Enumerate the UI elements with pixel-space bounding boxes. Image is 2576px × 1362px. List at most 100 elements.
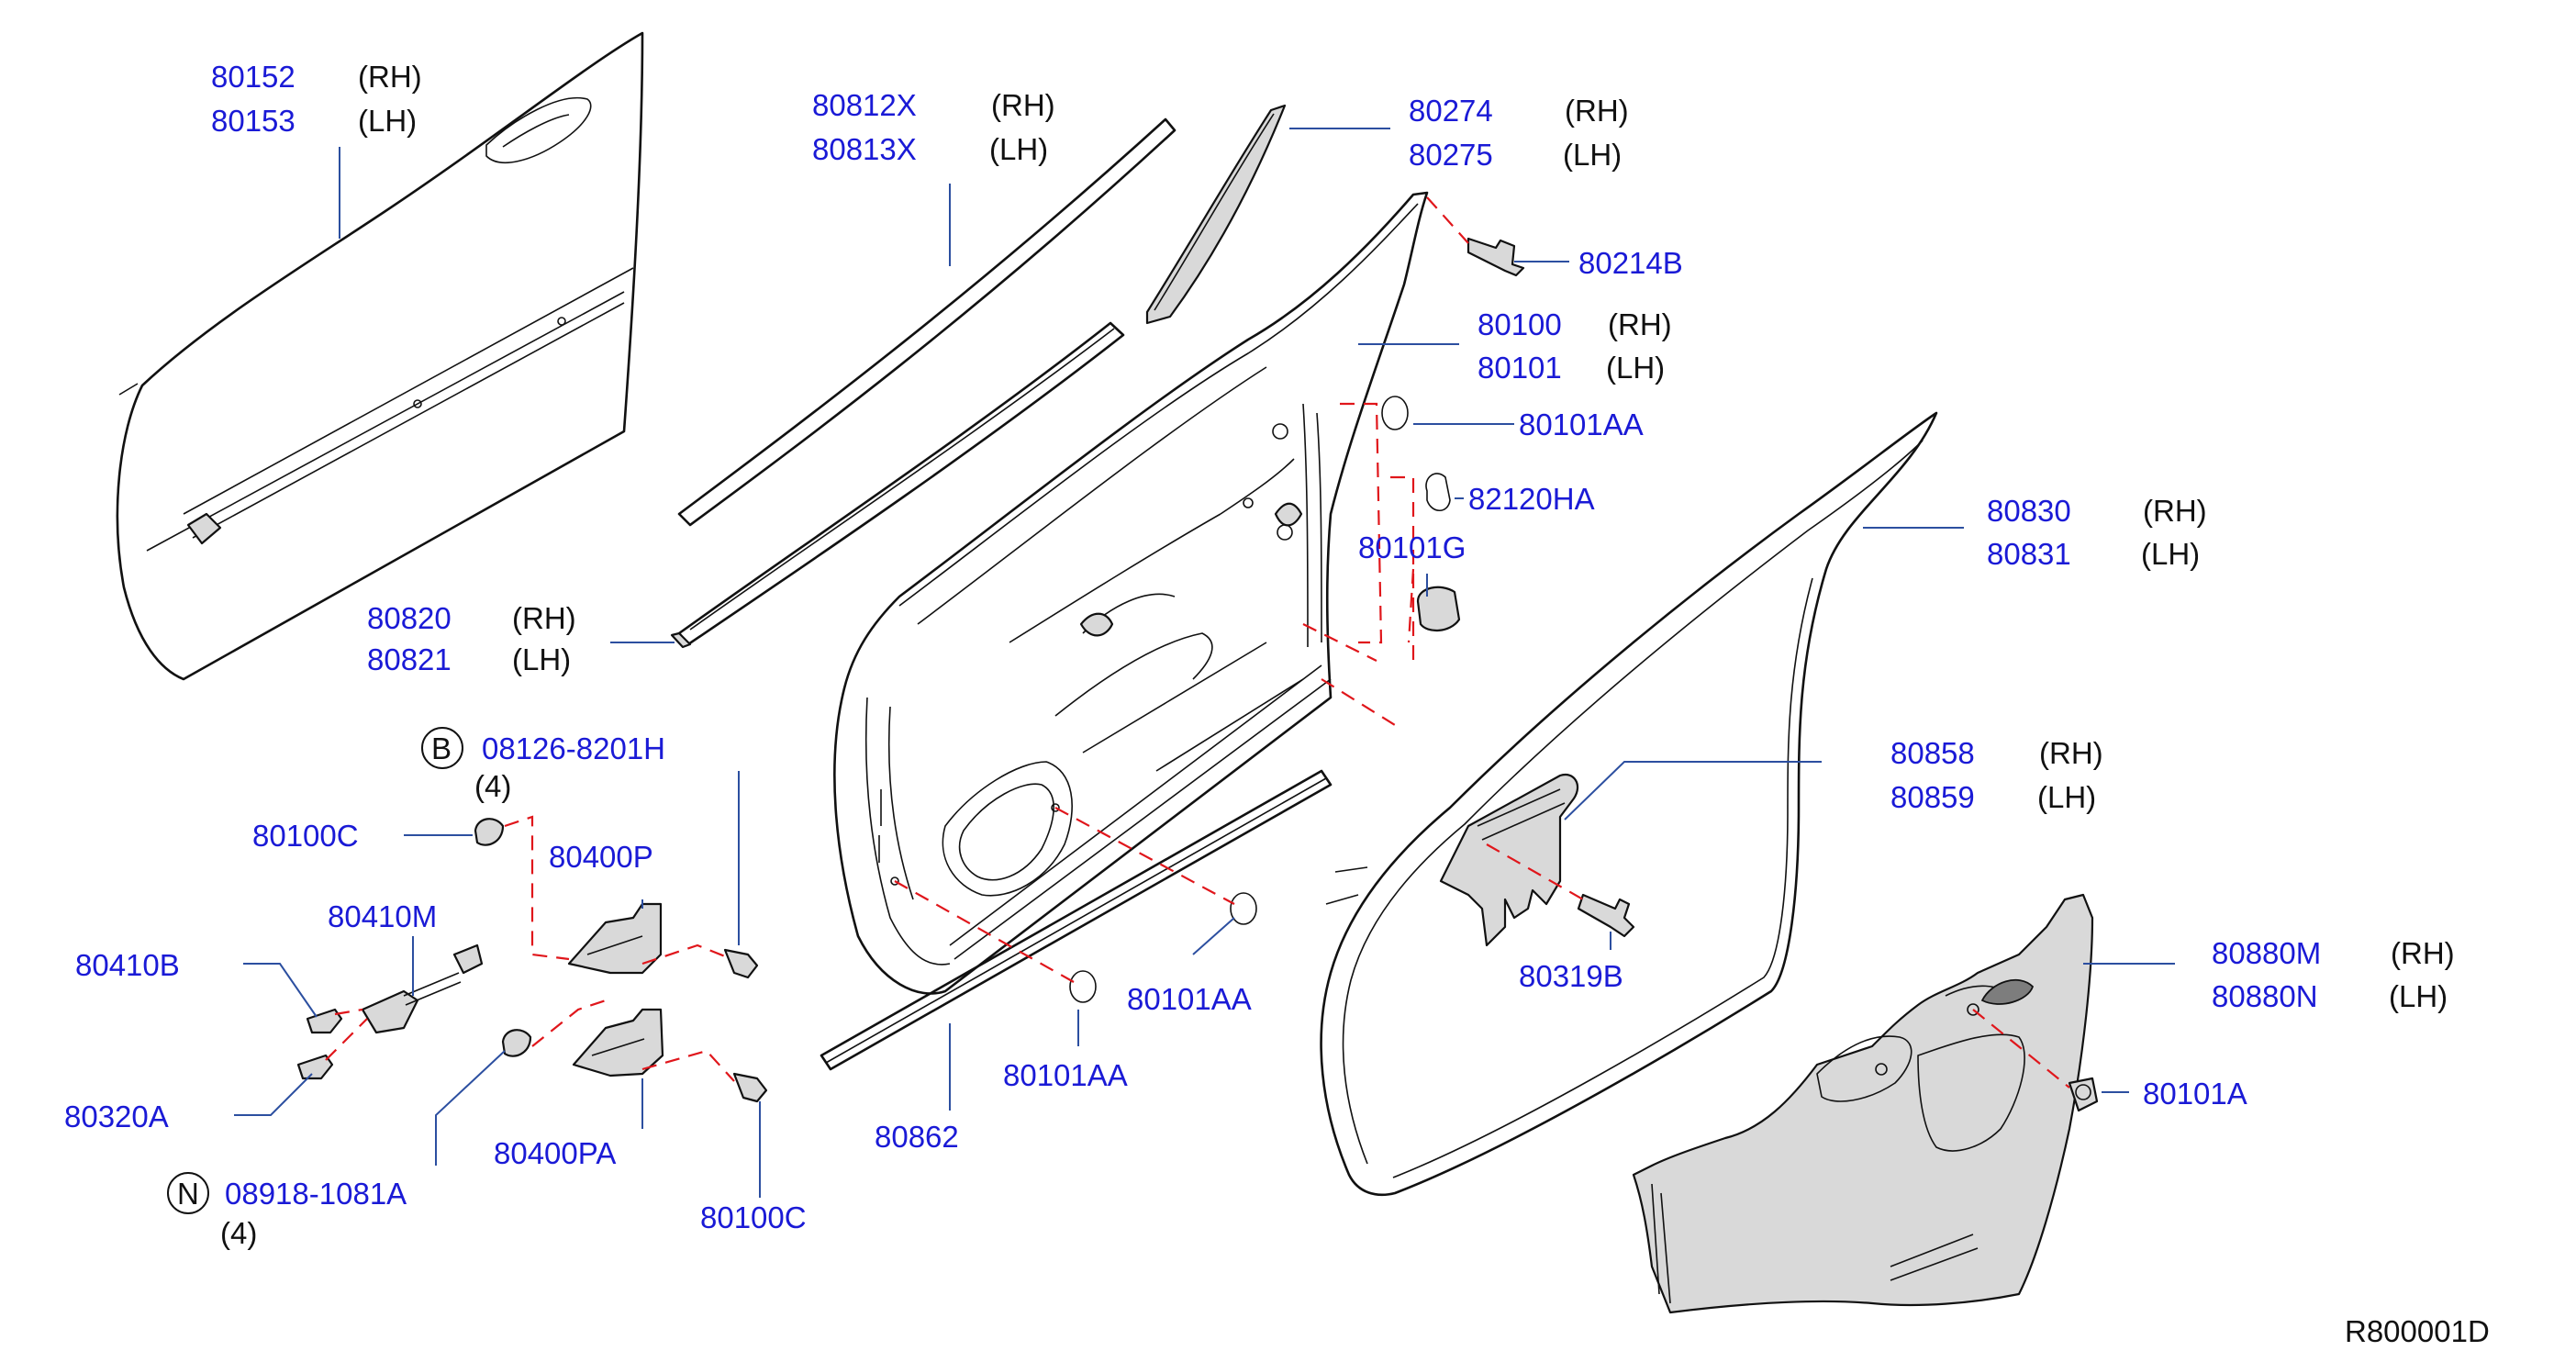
side-indicator: (LH)	[2037, 780, 2096, 814]
side-indicator: (RH)	[1608, 307, 1672, 341]
part-number: 80153	[211, 104, 296, 138]
label-80101a: 80101A	[2143, 1077, 2247, 1111]
bolt-80320a[interactable]	[296, 1054, 334, 1080]
hinge-lower[interactable]	[572, 1008, 664, 1077]
plug-80101aa-top[interactable]	[1381, 396, 1409, 430]
side-indicator: (RH)	[991, 88, 1055, 122]
diagram-code: R800001D	[2345, 1314, 2490, 1348]
callout-letter: B	[431, 731, 452, 765]
part-number: 80830	[1987, 494, 2071, 528]
label-80319b: 80319B	[1519, 959, 1623, 993]
bolt-80410b[interactable]	[306, 1008, 343, 1034]
plug-82120ha[interactable]	[1425, 473, 1451, 512]
door-bracket[interactable]	[1439, 773, 1579, 947]
label-80274: 80274 (RH) 80275 (LH)	[1409, 94, 1629, 172]
label-80862: 80862	[875, 1120, 959, 1154]
label-08126-8201h: B 08126-8201H (4)	[421, 727, 665, 803]
outer-door-panel[interactable]	[116, 31, 644, 681]
door-shell[interactable]	[833, 191, 1429, 995]
label-80830: 80830 (RH) 80831 (LH)	[1987, 494, 2207, 571]
lower-moulding[interactable]	[820, 769, 1333, 1071]
part-number: 80862	[875, 1120, 959, 1154]
part-number: 80410M	[328, 899, 437, 933]
label-82120ha: 82120HA	[1468, 482, 1595, 516]
side-indicator: (RH)	[2039, 736, 2103, 770]
part-number: 80152	[211, 60, 296, 94]
nut-08918-1081a[interactable]	[501, 1029, 532, 1057]
label-80101aa-low: 80101AA	[1003, 1058, 1128, 1092]
label-80152: 80152 (RH) 80153 (LH)	[211, 60, 422, 138]
side-indicator: (RH)	[1565, 94, 1629, 128]
corner-trim[interactable]	[1145, 104, 1287, 325]
quantity: (4)	[220, 1216, 257, 1250]
quantity: (4)	[474, 769, 511, 803]
bolt-08126-8201h[interactable]	[723, 948, 759, 979]
part-number: 80858	[1890, 736, 1975, 770]
part-number: 80101AA	[1003, 1058, 1128, 1092]
part-number: 80101AA	[1519, 407, 1644, 441]
part-number: 80100C	[700, 1200, 807, 1234]
part-number: 80275	[1409, 138, 1493, 172]
part-number: 82120HA	[1468, 482, 1595, 516]
assembly-lines	[325, 196, 2070, 1088]
side-indicator: (LH)	[512, 642, 571, 676]
side-indicator: (LH)	[1606, 351, 1665, 385]
part-number: 80813X	[812, 132, 917, 166]
part-number: 80274	[1409, 94, 1493, 128]
plug-80101aa-low[interactable]	[1069, 970, 1097, 1003]
bolt-80214b[interactable]	[1466, 237, 1525, 277]
part-number: 80214B	[1578, 246, 1683, 280]
door-weatherstrip[interactable]	[1320, 411, 1938, 1197]
part-number: 80400PA	[494, 1136, 616, 1170]
bolt-80319b[interactable]	[1577, 893, 1635, 938]
label-80100c-top: 80100C	[252, 819, 359, 853]
diagram-id: R800001D	[2345, 1314, 2490, 1348]
side-indicator: (LH)	[989, 132, 1048, 166]
belt-moulding[interactable]	[670, 321, 1125, 649]
plug-80101aa-mid[interactable]	[1230, 892, 1257, 925]
leader-lines	[234, 128, 2175, 1198]
label-80101aa-mid: 80101AA	[1127, 982, 1252, 1016]
part-number: 80400P	[549, 840, 653, 874]
callout-circle-n	[167, 1172, 209, 1214]
label-80812x: 80812X (RH) 80813X (LH)	[812, 88, 1055, 166]
part-number: 80831	[1987, 537, 2071, 571]
part-number: 80320A	[64, 1100, 169, 1133]
label-80858: 80858 (RH) 80859 (LH)	[1890, 736, 2103, 814]
clip-80101a[interactable]	[2068, 1077, 2099, 1112]
part-number: 08918-1081A	[225, 1177, 407, 1211]
bolt-80100c-bottom[interactable]	[732, 1072, 768, 1103]
callout-circle-b	[421, 727, 463, 769]
side-indicator: (LH)	[2389, 979, 2448, 1013]
side-indicator: (RH)	[2143, 494, 2207, 528]
part-number: 80101A	[2143, 1077, 2247, 1111]
part-number: 80820	[367, 601, 452, 635]
part-number: 80410B	[75, 948, 180, 982]
plug-80101g[interactable]	[1416, 586, 1461, 631]
part-number: 80101G	[1358, 530, 1466, 564]
label-80100c-bottom: 80100C	[700, 1200, 807, 1234]
label-80410m: 80410M	[328, 899, 437, 933]
check-link[interactable]	[361, 943, 484, 1034]
label-80320a: 80320A	[64, 1100, 169, 1133]
door-screen[interactable]	[1632, 893, 2094, 1314]
side-indicator: (LH)	[358, 104, 417, 138]
part-number: 80880N	[2212, 979, 2318, 1013]
part-number: 80100	[1478, 307, 1562, 341]
callout-letter: N	[177, 1177, 199, 1211]
part-number: 80821	[367, 642, 452, 676]
label-80820: 80820 (RH) 80821 (LH)	[367, 601, 576, 676]
label-80101g: 80101G	[1358, 530, 1466, 564]
label-80410b: 80410B	[75, 948, 180, 982]
part-number: 80880M	[2212, 936, 2321, 970]
side-indicator: (RH)	[358, 60, 422, 94]
hinge-upper[interactable]	[567, 902, 663, 975]
label-80214b: 80214B	[1578, 246, 1683, 280]
part-number: 08126-8201H	[482, 731, 665, 765]
sash-moulding[interactable]	[677, 117, 1176, 527]
label-80400pa: 80400PA	[494, 1136, 616, 1170]
part-number: 80101	[1478, 351, 1562, 385]
nut-80100c-top[interactable]	[474, 818, 505, 846]
label-80400p: 80400P	[549, 840, 653, 874]
label-80880m: 80880M (RH) 80880N (LH)	[2212, 936, 2455, 1013]
